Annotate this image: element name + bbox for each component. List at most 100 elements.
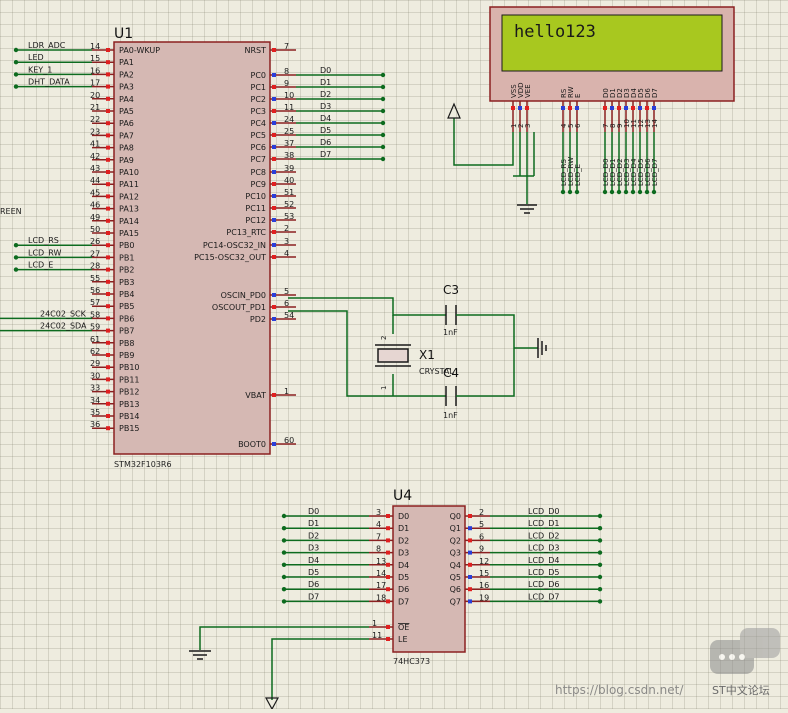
net-label: LCD_D7 [651,158,659,186]
wire-junction [616,189,622,195]
pin-name: PC10 [245,192,266,201]
pin-name: Q5 [450,573,461,582]
pin-number: 19 [479,593,489,602]
net-label: LCD_E [28,261,53,270]
pin-marker [386,550,390,555]
pin-number: 62 [90,347,100,356]
pin-marker [575,106,579,110]
wire-junction [567,189,573,195]
pin-name: PB8 [119,339,134,348]
net-label: D0 [320,66,331,75]
wire-junction [380,156,386,162]
lcd-pin-number: 7 [602,124,610,128]
pin-marker [272,121,276,125]
wire-junction [281,550,287,555]
pin-name: PB4 [119,290,134,299]
net-label: D4 [308,556,319,565]
pin-number: 49 [90,213,100,222]
pin-marker [272,317,276,321]
wire-junction [630,189,636,195]
pin-name: PA3 [119,83,134,92]
pin-marker [272,73,276,77]
pin-marker [106,377,110,382]
pin-marker [511,106,515,110]
net-label: KEY_1 [28,65,52,74]
net-label: LCD_D3 [623,158,631,186]
net-label: 24C02_SCK [40,309,87,318]
pin-number: 44 [90,176,100,185]
pin-number: 53 [284,212,294,221]
wire-junction [602,189,608,195]
pin-name: OSCOUT_PD1 [212,303,266,312]
pin-marker [106,304,110,309]
pin-marker [106,401,110,406]
c3-ref: C3 [443,283,459,297]
pin-name: PA11 [119,180,139,189]
net-label: LCD_D3 [528,544,559,553]
x1-pin1: 2 [380,336,388,340]
x1-pin2: 1 [380,386,388,390]
wire-junction [644,189,650,195]
pin-name: PA0-WKUP [119,46,160,55]
pin-number: 22 [90,115,100,124]
pin-name: PC11 [245,204,266,213]
watermark-url: https://blog.csdn.net/ [555,683,684,697]
lcd-pin-number: 10 [623,119,631,128]
pin-name: D3 [398,549,409,558]
pin-name: PA12 [119,192,139,201]
pin-marker [386,514,390,518]
net-label: LED [28,53,44,62]
net-label: D6 [320,138,331,147]
pin-name: PA4 [119,95,134,104]
pin-number: 9 [284,79,289,88]
pin-name: PC6 [251,143,267,152]
wire-junction [609,189,615,195]
pin-number: 11 [372,631,382,640]
pin-number: 28 [90,262,100,271]
pin-marker [386,538,390,543]
lcd-pin-name: VDD [517,82,525,98]
pin-number: 41 [90,140,100,149]
pin-number: 1 [284,387,289,396]
pin-marker [610,106,614,110]
u1-right-pins: 7NRST8PC0D09PC1D110PC2D211PC3D324PC4D425… [194,42,386,449]
pin-number: 8 [376,545,381,554]
pin-marker [272,48,276,52]
lcd-pin-name: D4 [630,88,638,98]
lcd-module[interactable]: hello123 VSS1VDD2VEE3RS4LCD_RSRW5LCD_RWE… [489,6,735,195]
wire-junction [623,189,629,195]
capacitor-c4 [418,386,484,406]
pin-name: LE [398,635,408,644]
pin-name: Q6 [450,585,461,594]
pin-marker [272,218,276,222]
pin-number: 17 [376,581,386,590]
pin-marker [106,243,110,248]
pin-name: PC12 [245,216,266,225]
pin-name: PC9 [251,180,267,189]
net-label: D4 [320,114,331,123]
pin-number: 33 [90,384,100,393]
pin-marker [106,206,110,211]
net-label: LCD_D4 [528,556,559,565]
u1-ref: U1 [114,26,133,42]
crystal-circuit[interactable]: C3 1nF C4 1nF X1 CRYSTAL 2 1 [288,283,547,420]
pin-number: 21 [90,103,100,112]
pin-number: 9 [479,545,484,554]
pin-name: PB7 [119,327,134,336]
pin-number: 61 [90,335,100,344]
lcd-pin-number: 3 [524,124,532,128]
pin-name: PB10 [119,363,140,372]
net-label: D7 [308,592,319,601]
pin-marker [106,328,110,333]
pin-name: PB15 [119,424,140,433]
power-arrow-icon [264,697,280,711]
pin-number: 51 [284,188,294,197]
lcd-pin-number: 1 [510,124,518,128]
wire-junction [574,189,580,195]
pin-name: PC15-OSC32_OUT [194,253,266,262]
pin-number: 3 [376,508,381,517]
net-label: LCD_RS [28,236,59,245]
